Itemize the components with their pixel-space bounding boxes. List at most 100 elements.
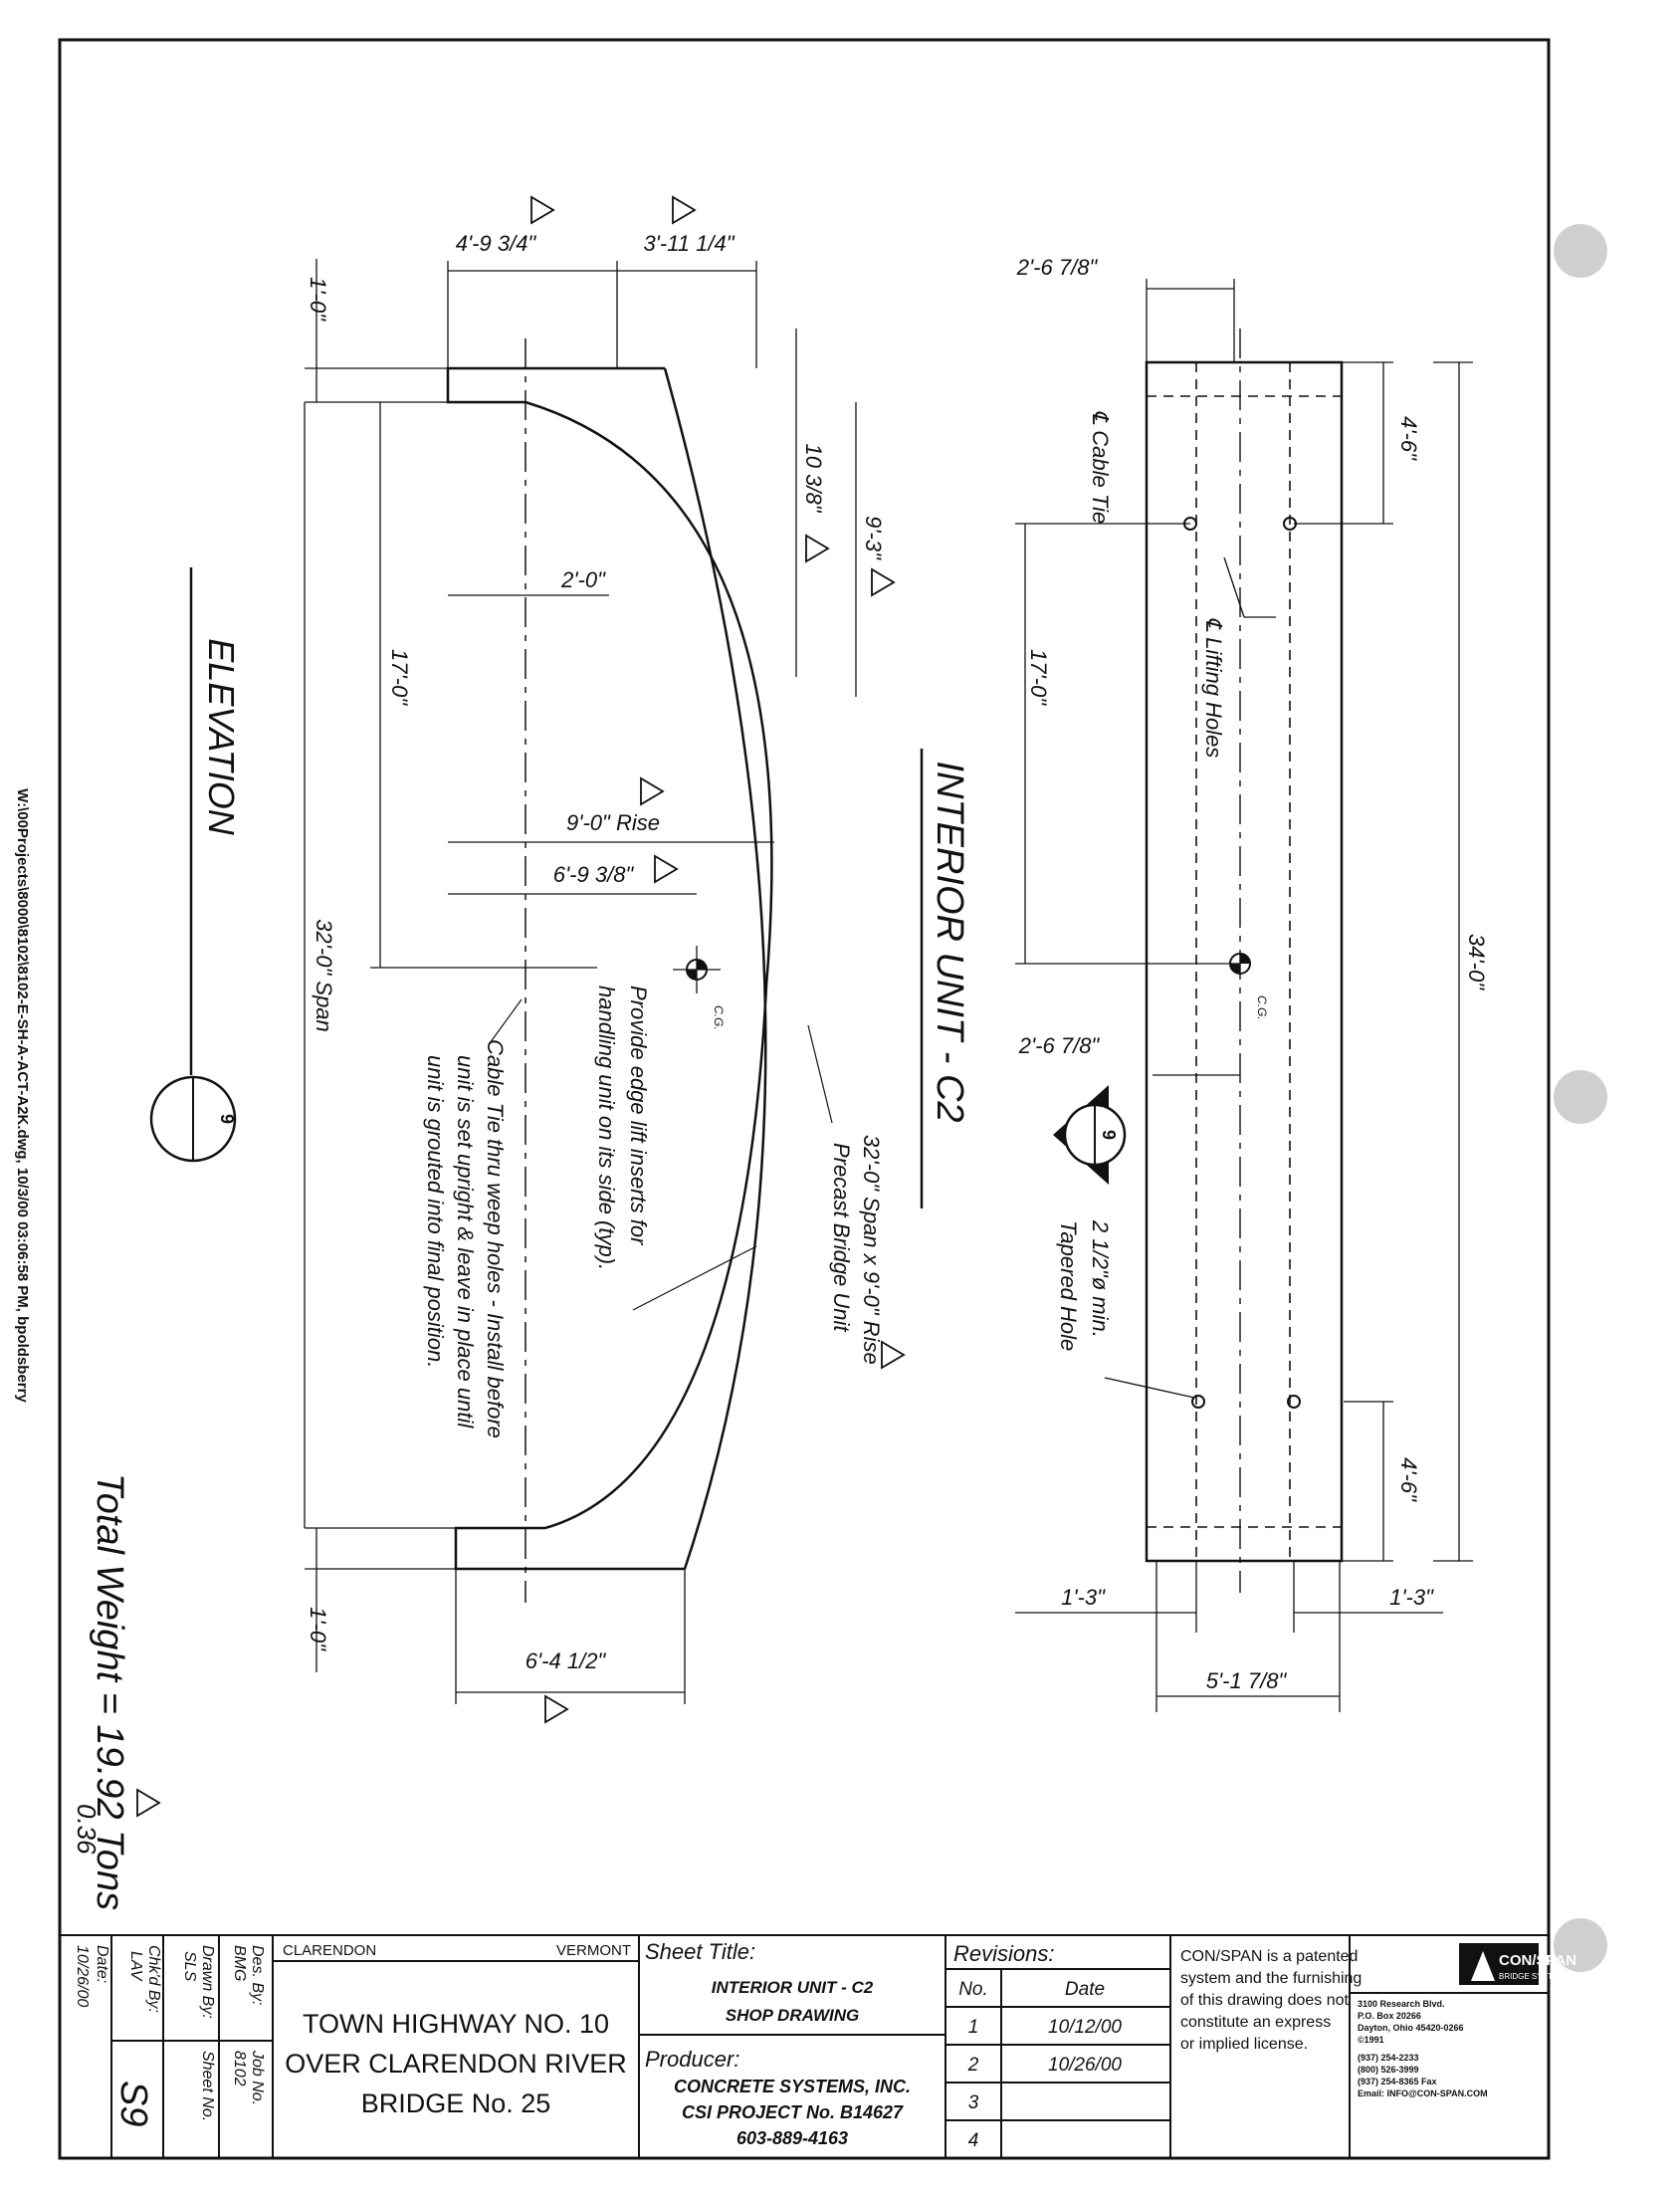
note-cable-tie-1: Cable Tie thru weep holes - Install befo… <box>483 1039 508 1438</box>
date-value: 10/26/00 <box>74 1945 91 2007</box>
project-line3: BRIDGE No. 25 <box>361 2088 551 2118</box>
top-leg <box>446 366 665 404</box>
revision-row: 3 <box>968 2092 979 2113</box>
dim-17-0: 17'-0" <box>387 649 412 706</box>
sheet-title-block: Sheet Title: INTERIOR UNIT - C2 SHOP DRA… <box>645 1939 911 2148</box>
sheet-border <box>58 38 1551 2160</box>
label-cable-tie: ℄ Cable Tie <box>1088 410 1113 524</box>
patent-notice: CON/SPAN is a patented system and the fu… <box>1180 1948 1362 2053</box>
sheet-title-label: Sheet Title: <box>645 1939 755 1964</box>
plan-dim-cg-offset: 2'-6 7/8" <box>1018 1033 1101 1058</box>
label-tapered-1: 2 1/2"ø min. <box>1088 1219 1113 1338</box>
plan-dim-lift-right: 4'-6" <box>1396 416 1421 461</box>
elevation-title: ELEVATION <box>201 638 242 835</box>
project-town: CLARENDON <box>283 1942 376 1959</box>
plan-cg-label: C.G. <box>1255 995 1269 1020</box>
svg-text:constitute an express: constitute an express <box>1180 2014 1331 2031</box>
label-lifting-holes: ℄ Lifting Holes <box>1201 617 1226 758</box>
chkd-by-label: Chk'd By: <box>145 1945 162 2013</box>
plan-dim-width: 5'-1 7/8" <box>1206 1668 1288 1693</box>
revision-row: 4 <box>968 2130 979 2151</box>
sheet-title-line1: INTERIOR UNIT - C2 <box>712 1978 874 1997</box>
plan-unit-outline <box>1145 360 1344 1563</box>
plan-title: INTERIOR UNIT - C2 <box>929 761 970 1122</box>
elevation-detail-number: 9 <box>217 1114 237 1124</box>
revisions-col-no: No. <box>958 1979 988 2000</box>
des-by-label: Des. By: <box>249 1945 266 2005</box>
plan-dim-bottom-left: 1'-3" <box>1061 1585 1106 1610</box>
producer-line3: 603-889-4163 <box>736 2128 848 2148</box>
dim-span: 32'-0" Span <box>312 919 336 1032</box>
revision-triangles <box>136 195 906 1818</box>
binder-hole <box>1554 224 1607 278</box>
drawing-info-cells: Des. By: BMG Job No. 8102 Drawn By: SLS … <box>74 1945 266 2121</box>
project-line1: TOWN HIGHWAY NO. 10 <box>303 2009 609 2039</box>
total-weight: Total Weight = 19.92 Tons <box>89 1473 130 1910</box>
svg-text:or implied license.: or implied license. <box>1180 2036 1308 2053</box>
brand-name: CON/SPAN <box>1499 1952 1576 1969</box>
title-block-grid <box>59 1934 1550 2159</box>
plan-view: 2'-6 7/8" 4'-6" 4'-6" 17'-0" 34'-0" 2'-6… <box>1015 255 1489 1712</box>
plan-detail-marker: 9 <box>1053 1085 1127 1185</box>
elevation-leader-lines <box>489 998 833 1311</box>
revision-row: 10/12/00 <box>1048 2017 1122 2038</box>
plan-detail-number: 9 <box>1099 1130 1119 1140</box>
note-edge-lift-1: Provide edge lift inserts for <box>626 986 651 1246</box>
note-edge-lift-2: handling unit on its side (typ). <box>594 986 619 1270</box>
note-precast-2: Precast Bridge Unit <box>829 1143 854 1332</box>
elevation-dimension-lines <box>304 259 857 1704</box>
dim-6-9-3-8: 6'-9 3/8" <box>553 862 635 887</box>
project-state: VERMONT <box>556 1942 631 1959</box>
binder-hole <box>1554 1070 1607 1124</box>
elevation-cg-label: C.G. <box>712 1005 726 1030</box>
date-label: Date: <box>94 1945 110 1983</box>
revision-row: 1 <box>968 2017 979 2038</box>
elevation-detail-bubble: 9 <box>149 1075 237 1163</box>
plan-dim-34-0: 34'-0" <box>1464 934 1489 990</box>
note-cable-tie-2: unit is set upright & leave in place unt… <box>453 1055 478 1428</box>
file-path-text: W:\00Projects\8000\8102\8102-E-SH-A-ACT-… <box>13 787 31 1403</box>
file-path-stamp: W:\00Projects\8000\8102\8102-E-SH-A-ACT-… <box>0 0 44 2190</box>
svg-text:Dayton, Ohio 45420-0266: Dayton, Ohio 45420-0266 <box>1358 2023 1464 2033</box>
plan-dimension-lines <box>1015 279 1473 1712</box>
elevation-cg-symbol <box>673 946 721 993</box>
dim-end-bottom: 1'-0" <box>306 1607 330 1651</box>
plan-dim-top-offset: 2'-6 7/8" <box>1016 255 1099 280</box>
company-address: 3100 Research Blvd. P.O. Box 20266 Dayto… <box>1358 1999 1488 2098</box>
arch-inner-curve <box>525 400 773 1530</box>
revisions-col-date: Date <box>1065 1979 1105 2000</box>
svg-text:system and the furnishing: system and the furnishing <box>1180 1970 1362 1987</box>
note-cable-tie-3: unit is grouted into final position. <box>423 1055 448 1368</box>
dim-end-top: 1'-0" <box>306 277 330 322</box>
svg-text:(937) 254-2233: (937) 254-2233 <box>1358 2053 1419 2063</box>
dim-top-right: 3'-11 1/4" <box>643 231 735 256</box>
dim-bottom-leg: 6'-4 1/2" <box>525 1648 607 1673</box>
brand-tagline: BRIDGE SYSTEMS <box>1499 1972 1570 1981</box>
weight-handwritten: 0.36 <box>72 1804 102 1855</box>
producer-line2: CSI PROJECT No. B14627 <box>682 2102 904 2122</box>
revision-row: 10/26/00 <box>1048 2055 1122 2076</box>
svg-text:Email: INFO@CON-SPAN.COM: Email: INFO@CON-SPAN.COM <box>1358 2088 1488 2098</box>
job-no-value: 8102 <box>231 2051 248 2086</box>
drawn-by-label: Drawn By: <box>199 1945 216 2019</box>
des-by-value: BMG <box>231 1945 248 1981</box>
project-line2: OVER CLARENDON RIVER <box>285 2049 627 2079</box>
revisions-title: Revisions: <box>953 1941 1054 1966</box>
dim-top-left: 4'-9 3/4" <box>456 231 537 256</box>
drawn-by-value: SLS <box>181 1951 198 1982</box>
svg-text:3100 Research Blvd.: 3100 Research Blvd. <box>1358 1999 1445 2009</box>
plan-cg-symbol <box>1229 953 1251 975</box>
dim-rise: 9'-0" Rise <box>566 810 660 835</box>
producer-label: Producer: <box>645 2047 739 2072</box>
svg-text:of this drawing does not: of this drawing does not <box>1180 1992 1350 2009</box>
plan-dim-17-0: 17'-0" <box>1026 649 1051 706</box>
revisions-table: Revisions: No. Date 1 10/12/00 2 10/26/0… <box>953 1941 1122 2151</box>
job-no-label: Job No. <box>249 2050 266 2105</box>
plan-hidden-lines <box>1147 362 1342 1561</box>
sheet-no-label: Sheet No. <box>199 2051 216 2121</box>
plan-dim-bottom-right: 1'-3" <box>1389 1585 1434 1610</box>
dim-10-3-8: 10 3/8" <box>801 444 826 514</box>
svg-text:(937) 254-8365 Fax: (937) 254-8365 Fax <box>1358 2077 1437 2086</box>
